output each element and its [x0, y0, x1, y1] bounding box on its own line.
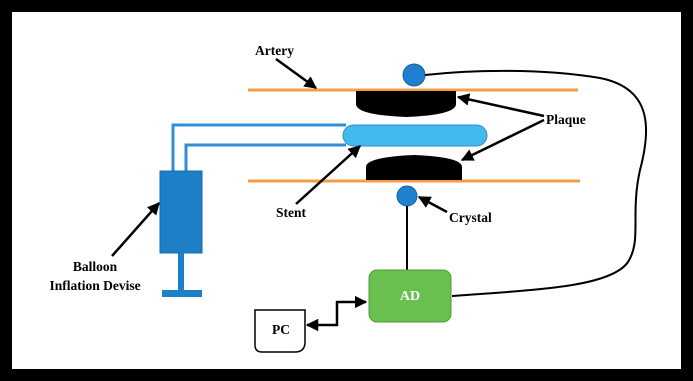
- wire-crystal-top-ad: [424, 69, 648, 297]
- crystal-bottom: [396, 185, 418, 207]
- stent-pointer-arrow: [295, 145, 361, 205]
- tube-inner: [184, 143, 346, 175]
- plaque-bottom: [366, 155, 462, 180]
- crystal-label: Crystal: [449, 210, 492, 225]
- tube-outer: [171, 123, 346, 175]
- plaque-label: Plaque: [546, 112, 586, 127]
- balloon-label-line2: Inflation Devise: [49, 278, 140, 293]
- crystal-top: [402, 63, 426, 87]
- balloon-label-line1: Balloon: [73, 259, 118, 274]
- stent-label: Stent: [276, 205, 307, 220]
- ad-label: AD: [400, 289, 420, 304]
- crystal-pointer-arrow: [417, 195, 448, 214]
- pc-ad-connector: [305, 295, 368, 332]
- plaque-top: [356, 91, 456, 117]
- balloon-pointer-arrow: [111, 202, 160, 257]
- ad-box: [368, 269, 452, 323]
- syringe-barrel: [159, 170, 203, 254]
- pc-label: PC: [272, 322, 290, 337]
- pc-box: [254, 309, 306, 353]
- plaque-pointer-arrow-top: [456, 93, 545, 118]
- artery-pointer-arrow: [275, 57, 318, 90]
- syringe-handle: [162, 290, 202, 297]
- artery-label: Artery: [255, 43, 294, 58]
- syringe-plunger: [178, 253, 184, 290]
- stent-balloon: [342, 124, 488, 147]
- plaque-pointer-arrow-bottom: [460, 118, 545, 162]
